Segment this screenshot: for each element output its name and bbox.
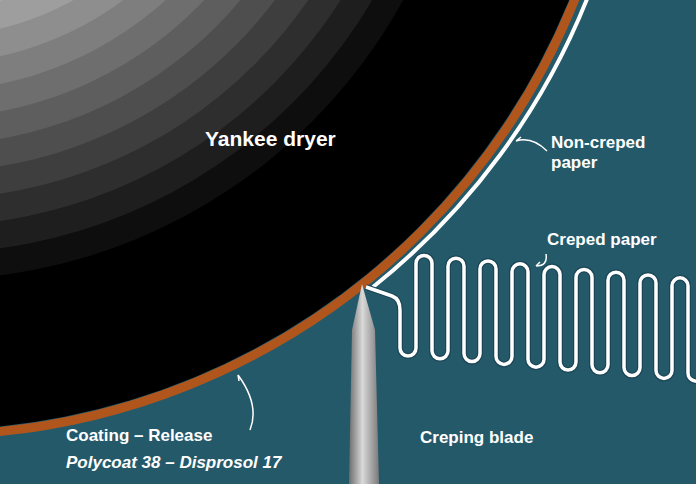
shading-ring	[0, 0, 389, 199]
creped-paper-web	[366, 255, 696, 381]
shading-ring	[0, 0, 416, 226]
shading-ring	[0, 0, 443, 253]
shading-ring	[0, 0, 470, 280]
shading-ring	[0, 0, 281, 91]
paper-label: Creped paper	[547, 230, 657, 250]
coating-layer	[0, 0, 625, 435]
shading-ring	[0, 0, 362, 172]
leader-line	[516, 137, 547, 151]
shading-ring	[0, 0, 254, 64]
creped-paper-line	[366, 255, 696, 381]
leader-line	[536, 254, 546, 266]
chemical-label: Polycoat 38 – Disprosol 17	[66, 453, 281, 473]
creped-paper-outline	[366, 255, 696, 381]
paper-label: Non-creped paper	[551, 133, 671, 174]
shading-ring	[0, 0, 335, 145]
shading-ring	[0, 0, 227, 37]
dryer-label: Yankee dryer	[205, 126, 336, 151]
blade-label: Creping blade	[420, 428, 533, 448]
leader-line	[238, 375, 253, 430]
shading-ring	[0, 0, 308, 118]
creping-blade	[349, 284, 379, 484]
coating-label: Coating – Release	[66, 426, 212, 446]
dryer-shading	[0, 0, 470, 280]
shading-ring	[0, 0, 200, 10]
